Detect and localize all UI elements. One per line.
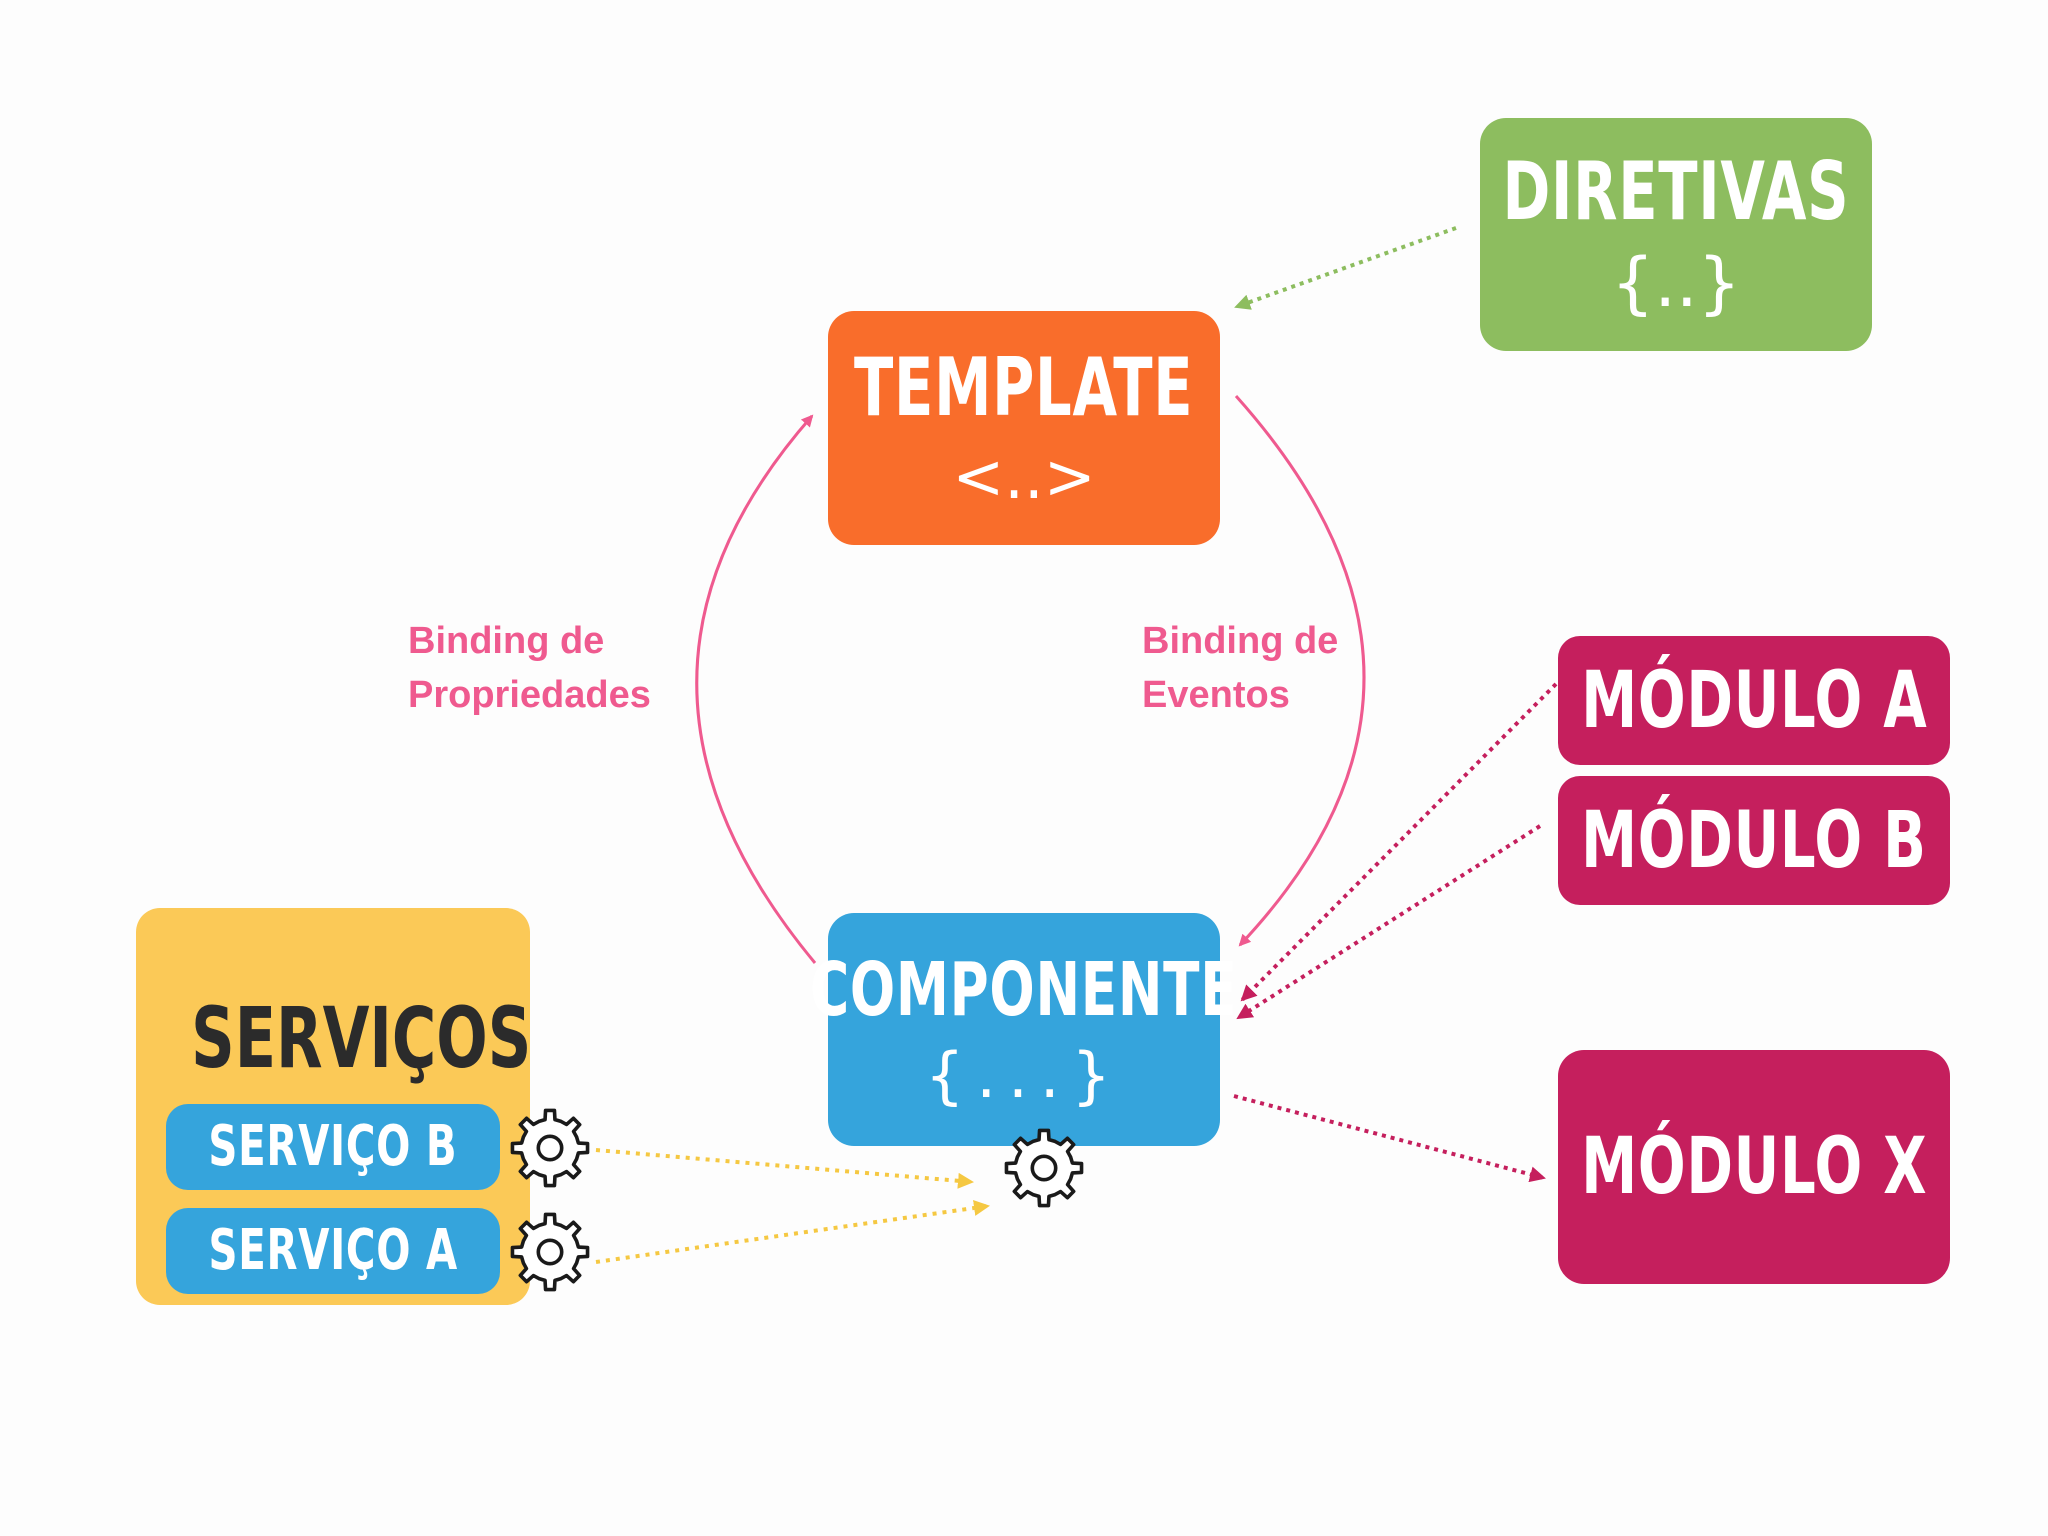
modulo-b-box[interactable]: MÓDULO B <box>1558 776 1950 905</box>
servico-a-arrow <box>595 1200 990 1264</box>
modulo-a-title: MÓDULO A <box>1580 655 1928 746</box>
servicos-title: SERVIÇOS <box>191 989 532 1087</box>
template-symbol: <..> <box>952 440 1096 513</box>
componente-title: COMPONENTE <box>810 946 1238 1033</box>
diretivas-arrow <box>1234 226 1457 310</box>
binding-propriedades-label: Binding de Propriedades <box>408 614 651 722</box>
modulo-x-title: MÓDULO X <box>1581 1122 1928 1212</box>
binding-propriedades-line-2: Propriedades <box>408 674 651 716</box>
template-title: TEMPLATE <box>854 341 1194 434</box>
modulo-x-box[interactable]: MÓDULO X <box>1558 1050 1950 1284</box>
componente-symbol: {...} <box>924 1038 1124 1112</box>
servico-b-arrow <box>595 1148 974 1189</box>
servico-a-box[interactable]: SERVIÇO A <box>166 1208 500 1294</box>
modulo-a-arrow <box>1240 682 1558 1002</box>
diretivas-box[interactable]: DIRETIVAS {..} <box>1480 118 1872 351</box>
servico-b-title: SERVIÇO B <box>208 1114 458 1179</box>
diretivas-title: DIRETIVAS <box>1502 144 1850 238</box>
binding-propriedades-arrow <box>695 414 817 964</box>
binding-eventos-label: Binding de Eventos <box>1142 614 1338 722</box>
modulo-a-box[interactable]: MÓDULO A <box>1558 636 1950 765</box>
diretivas-symbol: {..} <box>1611 243 1741 323</box>
servico-b-box[interactable]: SERVIÇO B <box>166 1104 500 1190</box>
componente-box[interactable]: COMPONENTE {...} <box>810 913 1237 1146</box>
modulo-b-title: MÓDULO B <box>1581 795 1927 886</box>
gear-icon <box>510 1212 590 1292</box>
binding-propriedades-line-1: Binding de <box>408 620 605 662</box>
gear-icon <box>1004 1128 1084 1208</box>
gear-icon <box>510 1108 590 1188</box>
binding-eventos-line-2: Eventos <box>1142 674 1290 716</box>
binding-eventos-arrow <box>1234 395 1366 947</box>
modulo-x-arrow <box>1233 1094 1546 1183</box>
binding-eventos-line-1: Binding de <box>1142 620 1339 662</box>
template-box[interactable]: TEMPLATE <..> <box>828 311 1220 545</box>
servico-a-title: SERVIÇO A <box>208 1218 458 1283</box>
modulo-b-arrow <box>1236 824 1542 1020</box>
